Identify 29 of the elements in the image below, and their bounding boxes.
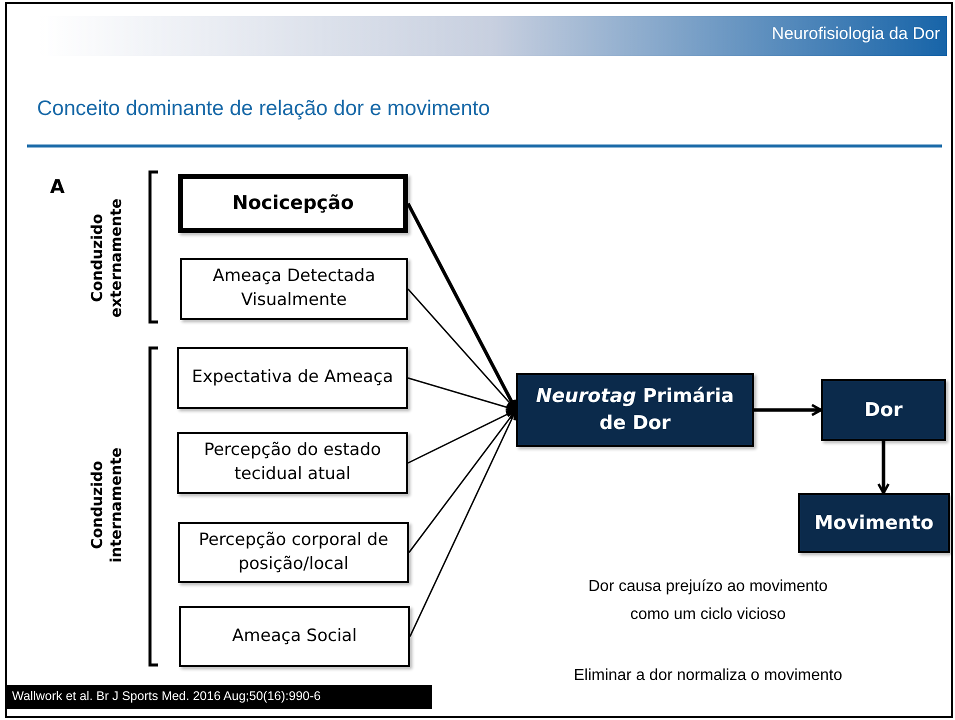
process-box	[180, 258, 408, 320]
note-text: Eliminar a dor normaliza o movimento	[572, 667, 844, 685]
process-box	[178, 174, 408, 233]
note-text: Dor causa prejuízo ao movimento como um ciclo vicioso	[587, 577, 829, 625]
box-label: Nocicepção	[232, 191, 354, 216]
box-label: Percepção corporal de posição/local	[198, 528, 390, 576]
arrow	[407, 288, 518, 412]
box-label: Percepção do estado tecidual atual	[202, 439, 382, 486]
group-label: Conduzido externamente	[88, 197, 126, 320]
arrow	[754, 404, 822, 416]
box-label: Expectativa de Ameaça	[192, 366, 394, 390]
box-label: Ameaça Social	[232, 624, 357, 648]
header-text: Neurofisiologia da Dor	[770, 24, 940, 44]
citation-text: Wallwork et al. Br J Sports Med. 2016 Aug;50(16):990-6	[6, 685, 432, 709]
process-box	[516, 373, 754, 447]
slide-title: Conceito dominante de relação dor e movimento	[37, 97, 490, 121]
box-label: Ameaça Detectada Visualmente	[212, 265, 376, 312]
process-box	[177, 432, 408, 494]
box-label: Dor	[864, 398, 903, 423]
process-box	[798, 493, 950, 553]
process-box	[179, 606, 410, 667]
panel-letter: A	[50, 176, 66, 198]
group-label: Conduzido internamente	[88, 446, 126, 565]
process-box	[821, 379, 946, 441]
box-label: Movimento	[814, 510, 934, 536]
box-label: Neurotag Primária de Dor	[535, 384, 735, 436]
process-box	[178, 522, 409, 583]
arrow	[877, 441, 890, 494]
process-box	[177, 347, 408, 409]
